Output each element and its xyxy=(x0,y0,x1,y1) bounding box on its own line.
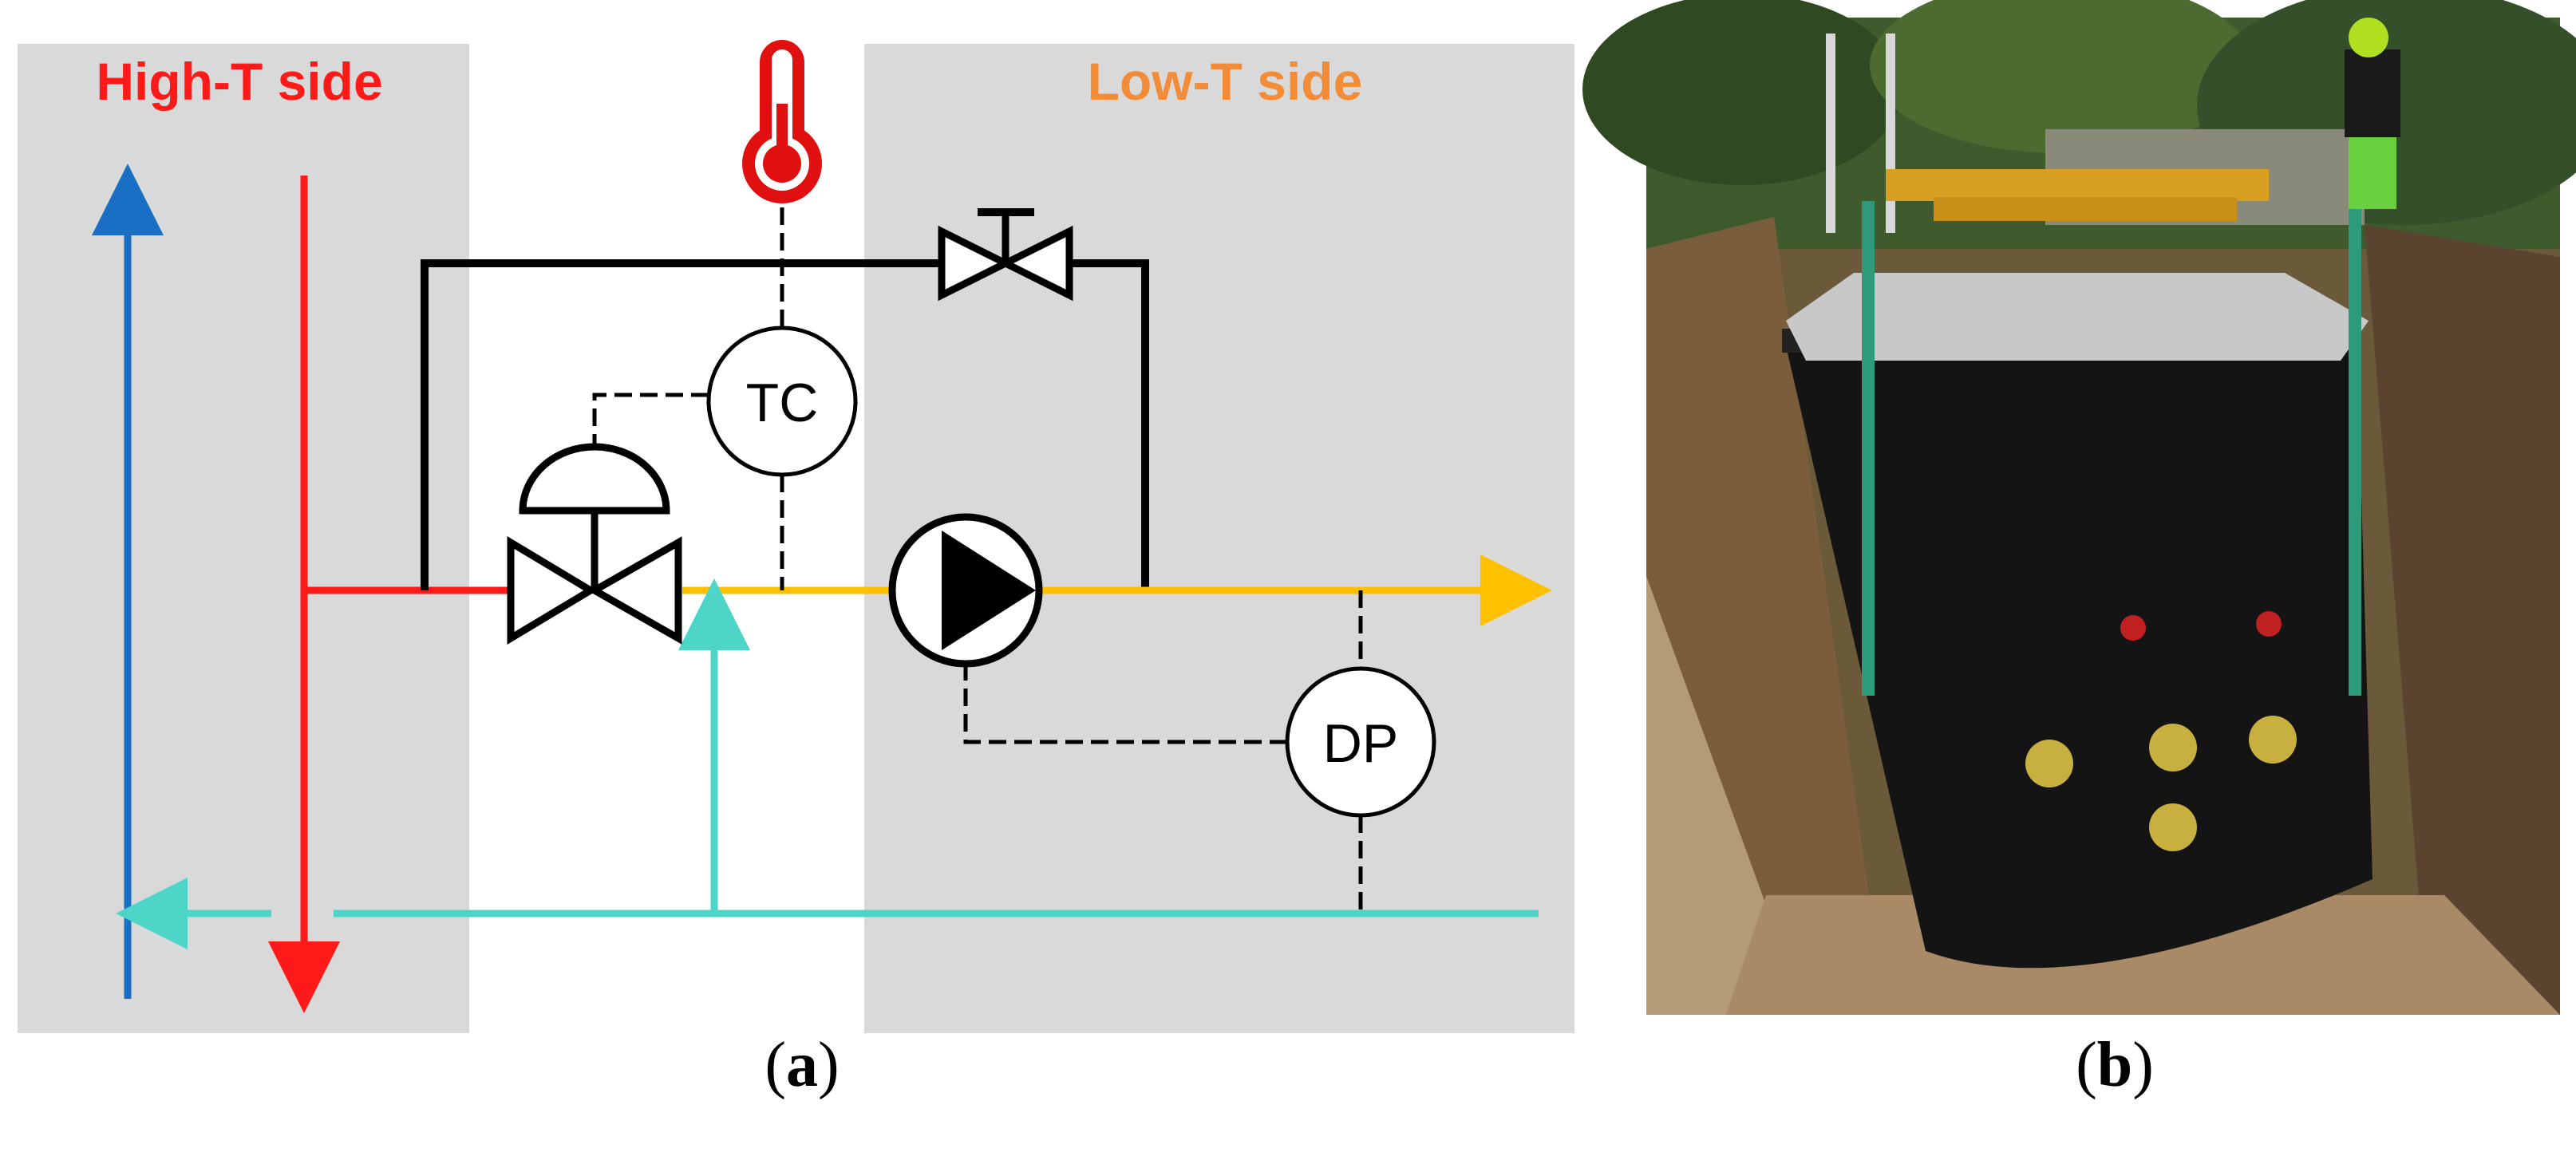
bypass-line-return xyxy=(1069,259,1149,590)
caption-a: (a) xyxy=(765,1030,840,1100)
bypass-line xyxy=(421,259,942,590)
panel-a-diagram: High-T side Low-T side TC xyxy=(18,40,1574,1033)
dp-label: DP xyxy=(1323,713,1398,774)
low-t-side-label: Low-T side xyxy=(1088,52,1363,111)
dp-pump-signal xyxy=(963,664,1287,744)
hand-valve-icon xyxy=(938,208,1073,302)
caption-b: (b) xyxy=(2076,1030,2154,1100)
tc-label: TC xyxy=(746,373,819,433)
thermometer-icon xyxy=(742,40,822,203)
pump-icon xyxy=(888,513,1043,668)
panel-b-photo xyxy=(1582,0,2576,1015)
control-valve-icon xyxy=(507,443,682,645)
tc-valve-signal xyxy=(592,393,709,447)
high-t-side-label: High-T side xyxy=(96,52,382,111)
